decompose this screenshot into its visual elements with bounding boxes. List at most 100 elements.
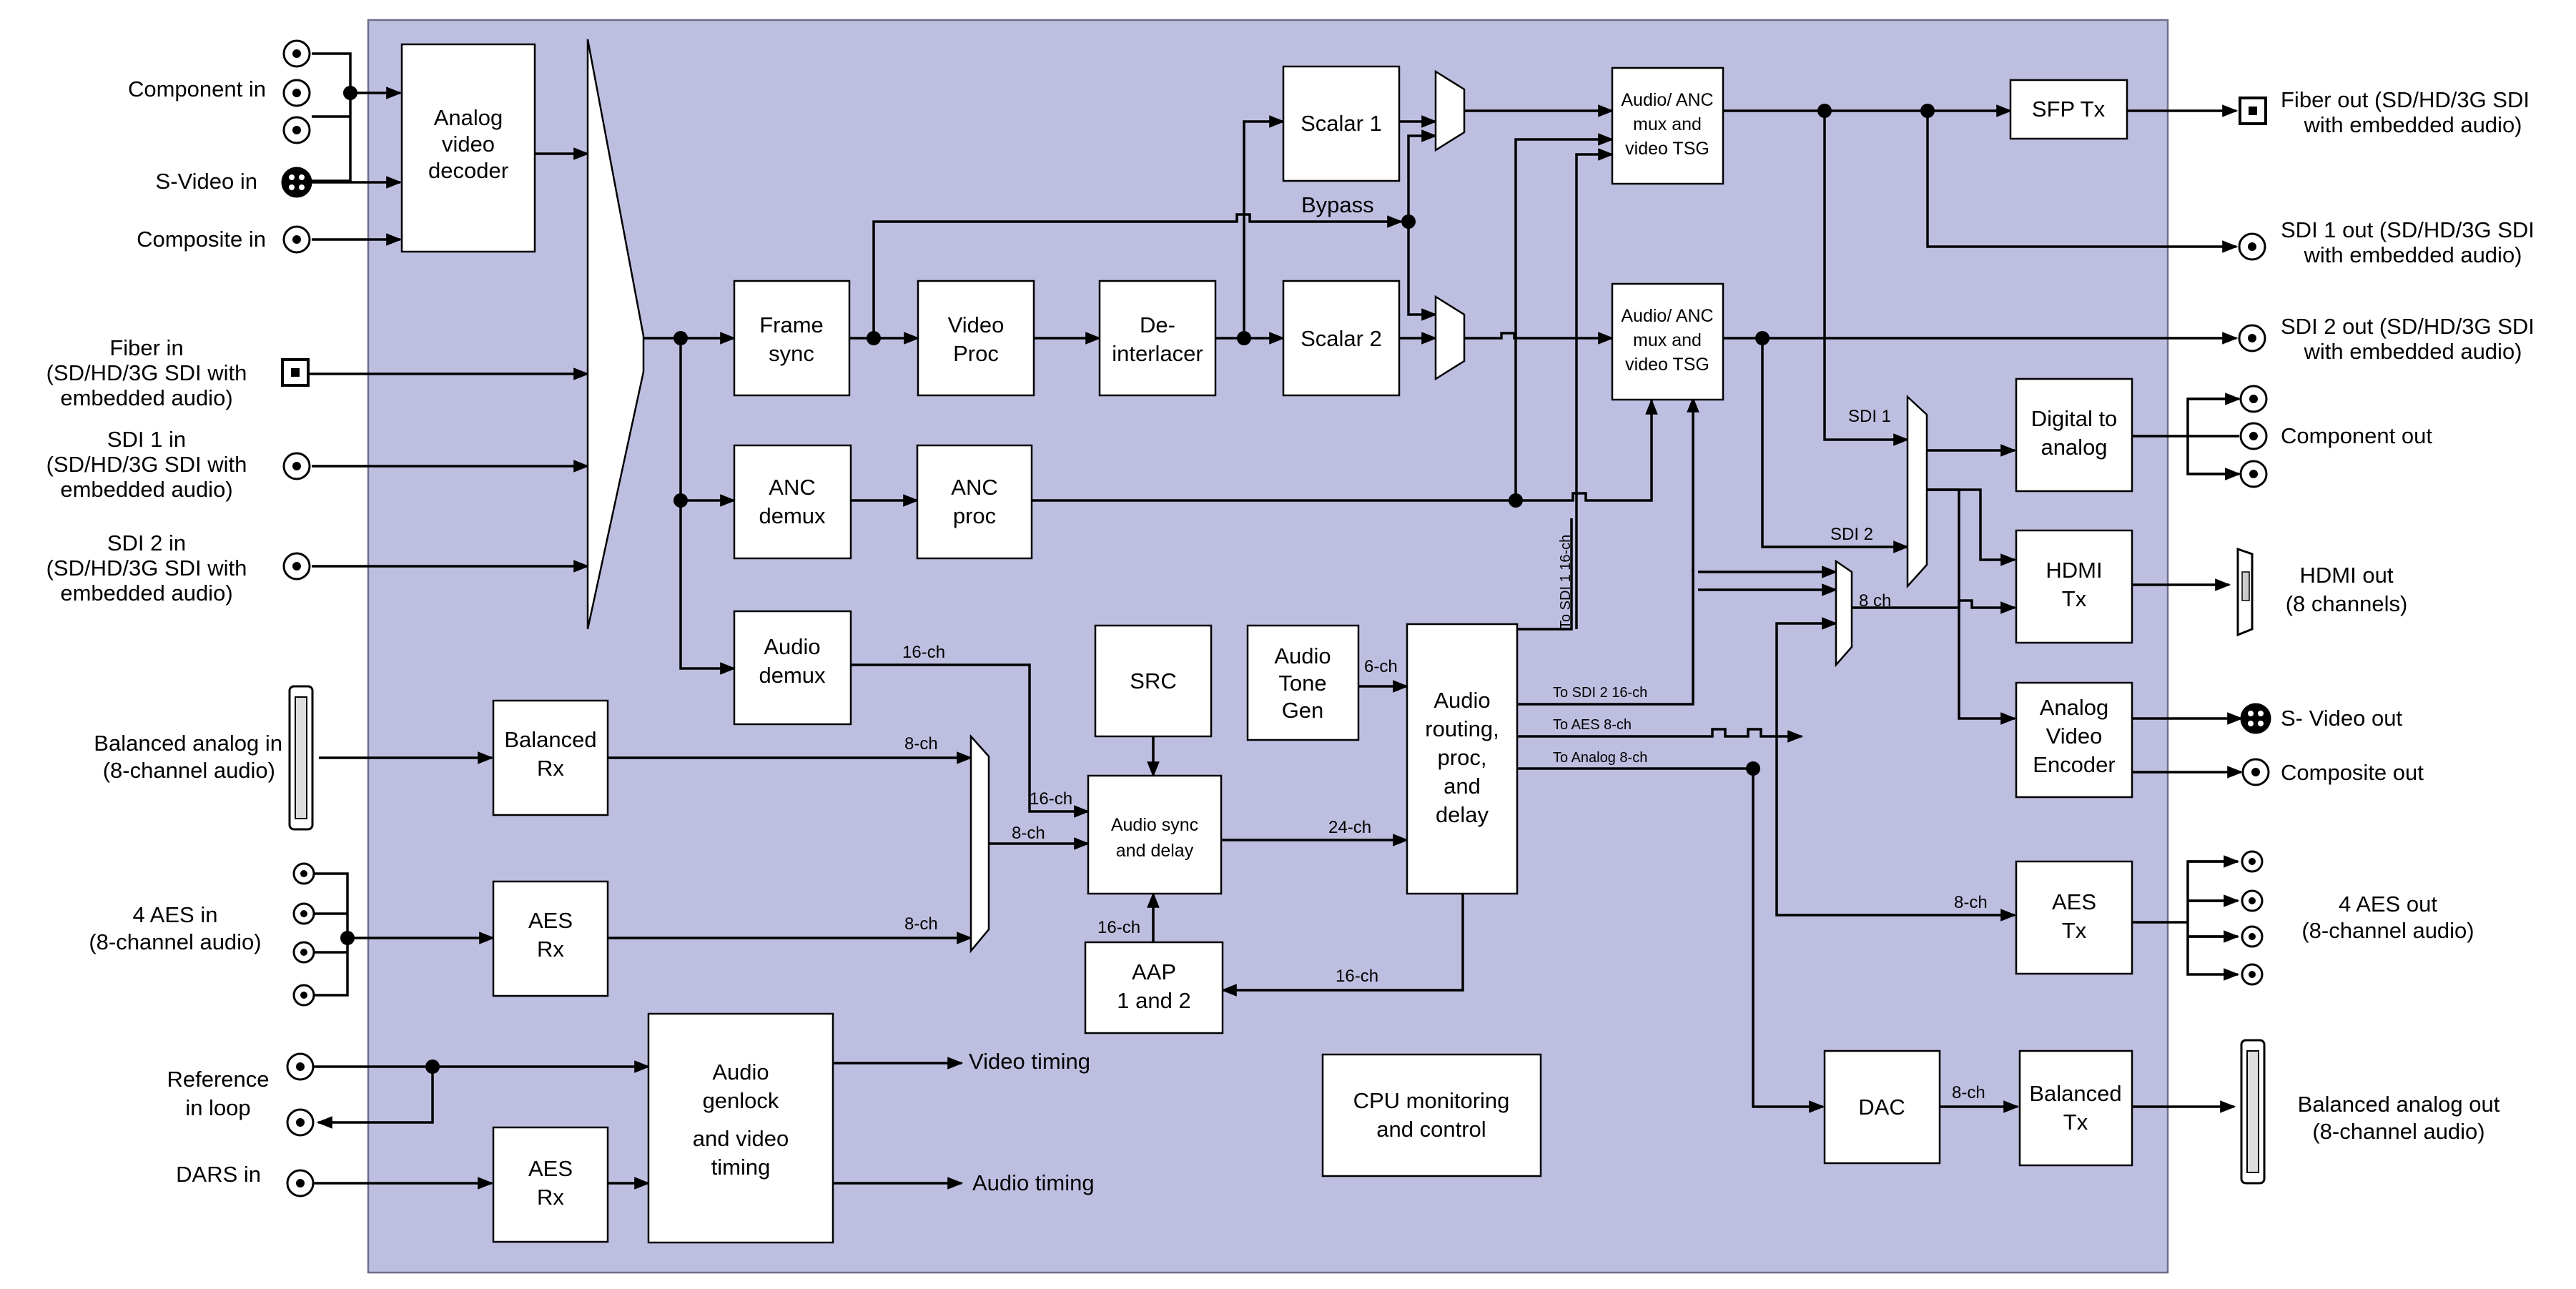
- balanced-rx-block: Balanced Rx: [492, 699, 609, 816]
- svideo-in-label: S-Video in: [156, 169, 257, 194]
- svg-text:proc: proc: [953, 503, 996, 528]
- video-proc-block: Video Proc: [917, 280, 1035, 397]
- svg-text:SDI 2: SDI 2: [1830, 525, 1873, 544]
- svg-text:Rx: Rx: [537, 1185, 564, 1210]
- svg-text:Video: Video: [948, 312, 1005, 337]
- svg-text:Analog: Analog: [434, 105, 503, 130]
- audio-input-mux: [969, 734, 990, 954]
- svg-text:sync: sync: [769, 341, 814, 366]
- component-out-jacks: [2239, 385, 2268, 488]
- svg-text:and: and: [1444, 774, 1481, 799]
- reference-jacks: [286, 1052, 315, 1137]
- svg-text:SRC: SRC: [1130, 668, 1176, 693]
- svg-text:Scalar 2: Scalar 2: [1301, 326, 1382, 351]
- aes-rx-dars-block: AES Rx: [492, 1126, 609, 1243]
- src-block: SRC: [1094, 624, 1213, 738]
- scalar1-mux: [1434, 69, 1466, 152]
- sdi1-in-label-2: (SD/HD/3G SDI with: [46, 452, 247, 477]
- fiber-in-jack: [281, 358, 310, 387]
- svg-text:AES: AES: [528, 908, 573, 933]
- svg-text:8 ch: 8 ch: [1859, 591, 1891, 611]
- scalar2-block: Scalar 2: [1282, 280, 1401, 397]
- svg-text:Audio/ ANC: Audio/ ANC: [1621, 90, 1713, 110]
- svg-text:Audio timing: Audio timing: [972, 1170, 1095, 1195]
- svg-text:proc,: proc,: [1438, 745, 1487, 770]
- svg-text:routing,: routing,: [1425, 716, 1499, 741]
- svg-text:Rx: Rx: [537, 756, 564, 781]
- component-in-label: Component in: [128, 76, 266, 102]
- sdi1-out-label-2: with embedded audio): [2303, 242, 2522, 267]
- svg-text:Encoder: Encoder: [2033, 752, 2115, 777]
- hdmi-out-label-2: (8 channels): [2286, 591, 2408, 616]
- svg-text:Scalar 1: Scalar 1: [1301, 111, 1382, 136]
- mux-tsg-2-block: Audio/ ANC mux and video TSG: [1611, 282, 1724, 401]
- svg-text:AES: AES: [2052, 889, 2096, 914]
- svg-text:8-ch: 8-ch: [1952, 1083, 1985, 1102]
- sfp-tx-block: SFP Tx: [2009, 79, 2128, 140]
- svg-text:video TSG: video TSG: [1625, 139, 1709, 159]
- signal-wires: [309, 52, 2241, 1190]
- sdi2-in-jack: [282, 552, 311, 581]
- svg-text:16-ch: 16-ch: [1336, 967, 1378, 986]
- svg-text:Audio: Audio: [712, 1060, 769, 1085]
- aes-in-label-2: (8-channel audio): [89, 929, 261, 954]
- svg-text:Video timing: Video timing: [969, 1049, 1090, 1074]
- svg-text:24-ch: 24-ch: [1328, 818, 1371, 837]
- svg-text:1 and 2: 1 and 2: [1117, 988, 1190, 1013]
- svg-text:16-ch: 16-ch: [902, 643, 945, 662]
- svg-text:ANC: ANC: [769, 475, 815, 500]
- svg-text:Video: Video: [2046, 723, 2103, 749]
- svg-text:16-ch: 16-ch: [1030, 789, 1072, 809]
- svg-text:Audio: Audio: [1433, 688, 1490, 713]
- aes-out-label-2: (8-channel audio): [2301, 918, 2474, 943]
- svg-text:Balanced: Balanced: [2029, 1081, 2121, 1106]
- sdi2-in-label-1: SDI 2 in: [107, 530, 186, 555]
- reference-label-1: Reference: [167, 1067, 269, 1092]
- hdmi-tx-block: HDMI Tx: [2015, 529, 2133, 644]
- sdi2-out-label-2: with embedded audio): [2303, 339, 2522, 364]
- balanced-in-connector: [288, 685, 314, 831]
- fiber-out-jack: [2239, 97, 2267, 125]
- svg-text:Bypass: Bypass: [1301, 192, 1374, 217]
- audio-demux-block: Audio demux: [733, 610, 852, 726]
- audio-tone-gen-block: Audio Tone Gen: [1246, 624, 1360, 741]
- sdi1-in-label-1: SDI 1 in: [107, 427, 186, 452]
- svg-text:delay: delay: [1436, 802, 1489, 827]
- sdi2-out-jack: [2238, 324, 2266, 352]
- audio-routing-block: Audio routing, proc, and delay: [1406, 623, 1519, 895]
- svg-text:DAC: DAC: [1858, 1095, 1905, 1120]
- fiber-out-label-1: Fiber out (SD/HD/3G SDI: [2281, 87, 2530, 112]
- svg-text:Tone: Tone: [1278, 671, 1326, 696]
- balanced-out-connector: [2240, 1039, 2266, 1185]
- svg-text:Rx: Rx: [537, 937, 564, 962]
- svg-text:SFP Tx: SFP Tx: [2032, 97, 2106, 122]
- svg-text:Audio: Audio: [764, 634, 820, 659]
- svg-text:AES: AES: [528, 1156, 573, 1181]
- hdmi-audio-mux: [1835, 559, 1853, 668]
- svg-text:decoder: decoder: [428, 158, 508, 183]
- svg-text:ANC: ANC: [951, 475, 997, 500]
- aes-out-label-1: 4 AES out: [2339, 892, 2437, 917]
- analog-output-mux: [1906, 395, 1928, 589]
- svg-text:and control: and control: [1376, 1117, 1486, 1142]
- svideo-in-jack: [281, 167, 312, 198]
- svg-text:HDMI: HDMI: [2045, 558, 2102, 583]
- scalar1-block: Scalar 1: [1282, 65, 1401, 182]
- svg-text:Proc: Proc: [953, 341, 999, 366]
- dac-block: DAC: [1823, 1050, 1941, 1165]
- aes-rx-block: AES Rx: [492, 880, 609, 997]
- svg-text:analog: analog: [2040, 435, 2107, 460]
- svg-text:8-ch: 8-ch: [1954, 893, 1988, 912]
- frame-sync-block: Frame sync: [733, 280, 851, 397]
- hdmi-out-label-1: HDMI out: [2300, 563, 2394, 588]
- svideo-out-label: S- Video out: [2281, 706, 2402, 731]
- balanced-out-label-2: (8-channel audio): [2312, 1119, 2484, 1144]
- input-switch: [586, 39, 645, 630]
- sdi1-in-jack: [282, 452, 311, 480]
- svg-text:mux and: mux and: [1633, 330, 1702, 350]
- fiber-in-label-2: (SD/HD/3G SDI with: [46, 360, 247, 385]
- aes-in-jacks: [292, 862, 315, 1007]
- svg-text:To Analog 8-ch: To Analog 8-ch: [1553, 750, 1647, 766]
- svg-text:Tx: Tx: [2062, 918, 2087, 943]
